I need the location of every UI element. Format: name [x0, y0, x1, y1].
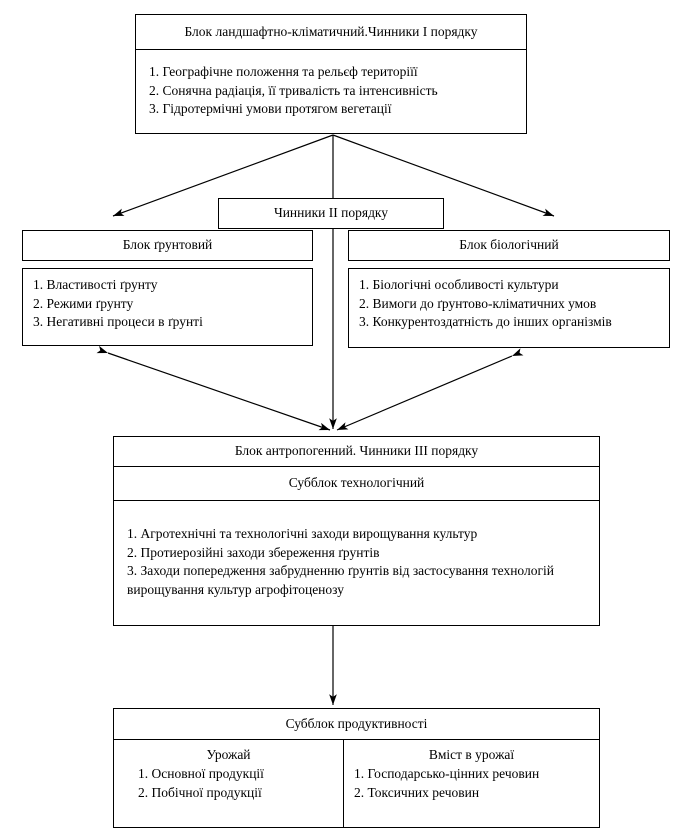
harvest-title: Урожай	[206, 747, 251, 762]
list-item: 2. Токсичних речовин	[354, 784, 480, 800]
productivity-subblock: Субблок продуктивності Урожай 1. Основно…	[113, 708, 600, 828]
biological-block-body: 1. Біологічні особливості культури 2. Ви…	[348, 268, 670, 348]
landscape-climatic-block: Блок ландшафтно-кліматичний.Чинники I по…	[135, 14, 527, 134]
harvest-content-title: Вміст в урожаї	[428, 747, 515, 762]
anthropogenic-block-header: Блок антропогенний. Чинники III порядку	[114, 437, 599, 467]
list-item: 1. Агротехнічні та технологічні заходи в…	[127, 526, 478, 541]
list-item: 3. Гідротермічні умови протягом вегетаці…	[149, 101, 392, 117]
arrow-biological-to-anthropogenic	[336, 348, 524, 431]
landscape-climatic-header-label: Блок ландшафтно-кліматичний.Чинники I по…	[184, 23, 478, 39]
list-item: 2. Вимоги до ґрунтово-кліматичних умов	[359, 295, 597, 311]
biological-block-header-wrap: Блок біологічний	[349, 231, 669, 260]
second-order-factors-box: Чинники II порядку	[218, 198, 444, 229]
productivity-subblock-header-label: Субблок продуктивності	[285, 715, 428, 731]
soil-block-header-wrap: Блок ґрунтовий	[23, 231, 312, 260]
list-item: 3. Заходи попередження забрудненню ґрунт…	[127, 563, 555, 597]
list-item: 3. Негативні процеси в ґрунті	[33, 314, 203, 330]
landscape-climatic-header: Блок ландшафтно-кліматичний.Чинники I по…	[136, 15, 526, 50]
biological-block-header-label: Блок біологічний	[459, 237, 559, 253]
biological-block-items: 1. Біологічні особливості культури 2. Ви…	[359, 276, 665, 332]
second-order-factors-label-wrap: Чинники II порядку	[219, 199, 443, 228]
anthropogenic-block-header-label: Блок антропогенний. Чинники III порядку	[234, 443, 479, 459]
soil-block-body: 1. Властивості ґрунту 2. Режими ґрунту 3…	[22, 268, 313, 346]
productivity-right-column: Вміст в урожаї 1. Господарсько-цінних ре…	[344, 740, 599, 827]
second-order-factors-label: Чинники II порядку	[273, 205, 389, 221]
list-item: 1. Основної продукції	[138, 766, 264, 781]
list-item: 2. Протиерозійні заходи збереження ґрунт…	[127, 544, 380, 560]
soil-block-items: 1. Властивості ґрунту 2. Режими ґрунту 3…	[33, 276, 308, 332]
list-item: 2. Сонячна радіація, її тривалість та ін…	[149, 82, 438, 98]
biological-block-header: Блок біологічний	[348, 230, 670, 261]
soil-block-header-label: Блок ґрунтовий	[122, 237, 213, 253]
list-item: 2. Режими ґрунту	[33, 295, 134, 311]
harvest-content-items: 1. Господарсько-цінних речовин 2. Токсич…	[354, 765, 599, 802]
arrow-soil-to-anthropogenic	[96, 345, 331, 431]
list-item: 2. Побічної продукції	[138, 784, 262, 800]
list-item: 3. Конкурентоздатність до інших організм…	[359, 314, 612, 330]
anthropogenic-block: Блок антропогенний. Чинники III порядку …	[113, 436, 600, 626]
productivity-left-column: Урожай 1. Основної продукції 2. Побічної…	[114, 740, 343, 827]
harvest-items: 1. Основної продукції 2. Побічної продук…	[138, 765, 343, 802]
productivity-column-divider	[343, 740, 344, 827]
list-item: 1. Властивості ґрунту	[33, 277, 158, 292]
technological-subblock-header: Субблок технологічний	[114, 467, 599, 501]
landscape-climatic-items: 1. Географічне положення та рельєф терит…	[149, 63, 520, 119]
list-item: 1. Географічне положення та рельєф терит…	[149, 64, 418, 79]
soil-block-header: Блок ґрунтовий	[22, 230, 313, 261]
technological-subblock-header-label: Субблок технологічний	[288, 475, 425, 491]
list-item: 1. Біологічні особливості культури	[359, 277, 559, 292]
technological-subblock-items: 1. Агротехнічні та технологічні заходи в…	[127, 525, 585, 600]
list-item: 1. Господарсько-цінних речовин	[354, 766, 540, 781]
productivity-subblock-header: Субблок продуктивності	[114, 709, 599, 740]
